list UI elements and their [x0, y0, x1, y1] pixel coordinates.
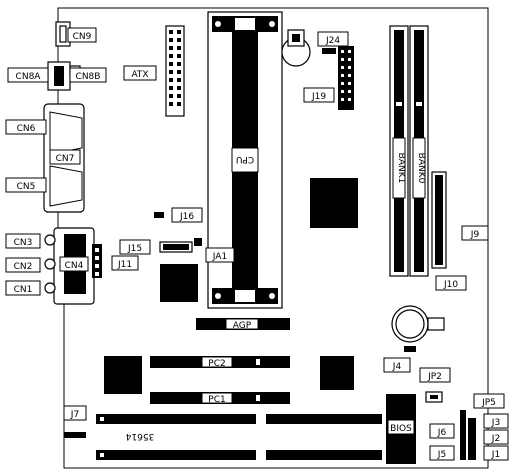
- agp-label: AGP: [233, 321, 252, 331]
- j7-tag: J7: [63, 405, 87, 421]
- battery: [391, 305, 445, 352]
- j15-tag: J15: [119, 239, 151, 255]
- board-outline: [57, 7, 489, 469]
- cn2-tag: CN2: [5, 257, 41, 273]
- j19-tag: J19: [303, 87, 335, 103]
- cn8a-label: CN8A: [16, 72, 42, 82]
- cn4-tag: CN4: [59, 256, 89, 272]
- ja1-header: [194, 238, 202, 246]
- j3-label: J3: [491, 418, 500, 428]
- j10-label: J10: [443, 280, 458, 290]
- pc1-label: PC1: [208, 395, 225, 405]
- isa-slot-4: [266, 450, 382, 460]
- ja1-label: JA1: [212, 252, 227, 262]
- j10-tag: J10: [435, 275, 467, 291]
- isa-slot-2: [266, 414, 382, 424]
- cn8b-label: CN8B: [76, 72, 101, 82]
- cn8b-tag: CN8B: [69, 67, 107, 83]
- j6-tag: J6: [429, 423, 455, 439]
- cn3-label: CN3: [14, 238, 33, 248]
- bios-label: BIOS: [390, 424, 412, 434]
- ja1-tag: JA1: [205, 247, 235, 263]
- cn4-label: CN4: [65, 261, 84, 271]
- atx-label: ATX: [131, 70, 148, 80]
- j9-label: J9: [470, 230, 480, 240]
- io-chip: [160, 264, 198, 302]
- cn6-tag: CN6: [5, 119, 47, 135]
- cn3-tag: CN3: [5, 233, 41, 249]
- cn7-tag: CN7: [49, 149, 81, 165]
- jp5-header: [460, 410, 466, 460]
- j7-label: J7: [70, 410, 79, 420]
- j2-label: J2: [491, 434, 500, 444]
- j24-label: J24: [325, 36, 340, 46]
- dimm-bank0-label: BANK0: [416, 153, 426, 184]
- j11-tag: J11: [111, 255, 139, 271]
- jp5-tag: JP5: [473, 393, 505, 409]
- jp2-label: JP2: [427, 372, 442, 382]
- j5-tag: J5: [429, 445, 455, 461]
- cn1-tag: CN1: [5, 280, 41, 296]
- j19-label: J19: [311, 92, 326, 102]
- cn9-label: CN9: [73, 32, 92, 42]
- j24-tag: J24: [317, 31, 349, 47]
- j19-header: [338, 46, 354, 110]
- dimm-bank1-label: BANK1: [396, 153, 406, 184]
- cn1-label: CN1: [14, 285, 33, 295]
- j15-header: [159, 241, 193, 253]
- isa-slot-3: [96, 450, 256, 460]
- pc2-tag: PC2: [201, 356, 233, 369]
- atx-power-connector: [165, 25, 185, 117]
- cn5-label: CN5: [17, 182, 36, 192]
- cn2-label: CN2: [14, 262, 33, 272]
- j5-label: J5: [437, 450, 446, 460]
- jp2-jumper: [425, 391, 443, 403]
- northbridge-chip: [310, 178, 358, 228]
- j16-label: J16: [179, 212, 194, 222]
- j4-tag: J4: [383, 357, 411, 373]
- southbridge-chip: [104, 356, 142, 394]
- j16-header: [154, 212, 164, 218]
- j7-header: [64, 432, 86, 438]
- front-panel-pins: [468, 418, 476, 460]
- cn9-tag: CN9: [67, 27, 97, 43]
- j11-header: [92, 244, 102, 278]
- bios-tag: BIOS: [387, 419, 415, 435]
- j3-tag: J3: [483, 413, 509, 429]
- cn6-label: CN6: [17, 124, 36, 134]
- dimm-bank1-tag: BANK1: [392, 137, 406, 199]
- agp-tag: AGP: [225, 318, 259, 331]
- isa-slot-1: [96, 414, 256, 424]
- j24-component: [281, 29, 311, 67]
- audio-chip: [320, 356, 354, 390]
- j24-pins: [322, 48, 336, 54]
- jp2-tag: JP2: [419, 367, 451, 383]
- j9-tag: J9: [461, 225, 489, 241]
- j16-tag: J16: [171, 207, 203, 223]
- cn7-label: CN7: [56, 154, 75, 164]
- j1-tag: J1: [483, 445, 509, 461]
- model-number: 35614: [125, 431, 154, 441]
- dimm-bank0-tag: BANK0: [412, 137, 426, 199]
- jp5-label: JP5: [481, 398, 496, 408]
- cpu-tag: CPU: [231, 147, 259, 173]
- pc1-tag: PC1: [201, 392, 233, 405]
- cn5-tag: CN5: [5, 177, 47, 193]
- j11-label: J11: [117, 260, 132, 270]
- cpu-label: CPU: [236, 154, 254, 164]
- atx-tag: ATX: [123, 65, 157, 81]
- cn8a-tag: CN8A: [7, 67, 49, 83]
- j6-label: J6: [437, 428, 447, 438]
- j15-label: J15: [127, 244, 142, 254]
- pc2-label: PC2: [208, 359, 225, 369]
- j9-connector: [431, 171, 447, 269]
- j2-tag: J2: [483, 429, 509, 445]
- j1-label: J1: [491, 450, 500, 460]
- j4-label: J4: [392, 362, 402, 372]
